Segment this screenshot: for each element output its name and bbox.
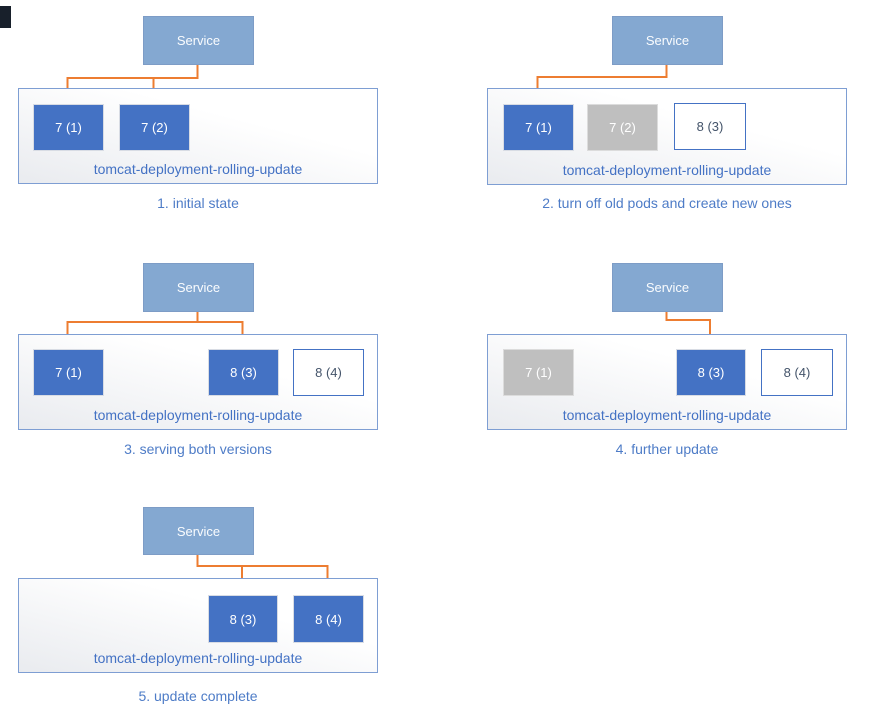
corner-artifact — [0, 6, 11, 28]
deployment-label: tomcat-deployment-rolling-update — [562, 162, 772, 178]
pod-7-2: 7 (2) — [119, 104, 190, 151]
pod-7-1: 7 (1) — [33, 104, 104, 151]
deployment-label: tomcat-deployment-rolling-update — [93, 161, 303, 177]
panel-1-caption: 1. initial state — [157, 195, 239, 211]
panel-2-deployment-box: 7 (1) 7 (2) 8 (3) tomcat-deployment-roll… — [487, 88, 847, 185]
panel-5-service-box: Service — [143, 507, 254, 555]
panel-1-deployment-box: 7 (1) 7 (2) tomcat-deployment-rolling-up… — [18, 88, 378, 184]
deployment-label: tomcat-deployment-rolling-update — [562, 407, 772, 423]
panel-3-deployment-box: 7 (1) 8 (3) 8 (4) tomcat-deployment-roll… — [18, 334, 378, 430]
panel-3-service-box: Service — [143, 263, 254, 312]
pod-8-3: 8 (3) — [674, 103, 746, 150]
panel-3-caption: 3. serving both versions — [124, 441, 272, 457]
pod-8-4: 8 (4) — [761, 349, 833, 396]
panel-4-service-box: Service — [612, 263, 723, 312]
pod-7-1: 7 (1) — [503, 104, 574, 151]
panel-4-caption: 4. further update — [615, 441, 719, 457]
deployment-label: tomcat-deployment-rolling-update — [93, 650, 303, 666]
deployment-label: tomcat-deployment-rolling-update — [93, 407, 303, 423]
panel-2-service-box: Service — [612, 16, 723, 65]
panel-4-deployment-box: 7 (1) 8 (3) 8 (4) tomcat-deployment-roll… — [487, 334, 847, 430]
pod-8-3: 8 (3) — [676, 349, 746, 396]
panel-2-caption: 2. turn off old pods and create new ones — [542, 195, 792, 211]
pod-8-4: 8 (4) — [293, 595, 364, 643]
panel-5-deployment-box: 8 (3) 8 (4) tomcat-deployment-rolling-up… — [18, 578, 378, 673]
pod-8-4: 8 (4) — [293, 349, 364, 396]
pod-7-2: 7 (2) — [587, 104, 658, 151]
pod-8-3: 8 (3) — [208, 595, 278, 643]
pod-8-3: 8 (3) — [208, 349, 279, 396]
panel-1-service-box: Service — [143, 16, 254, 65]
pod-7-1: 7 (1) — [503, 349, 574, 396]
panel-5-caption: 5. update complete — [138, 688, 258, 704]
pod-7-1: 7 (1) — [33, 349, 104, 396]
